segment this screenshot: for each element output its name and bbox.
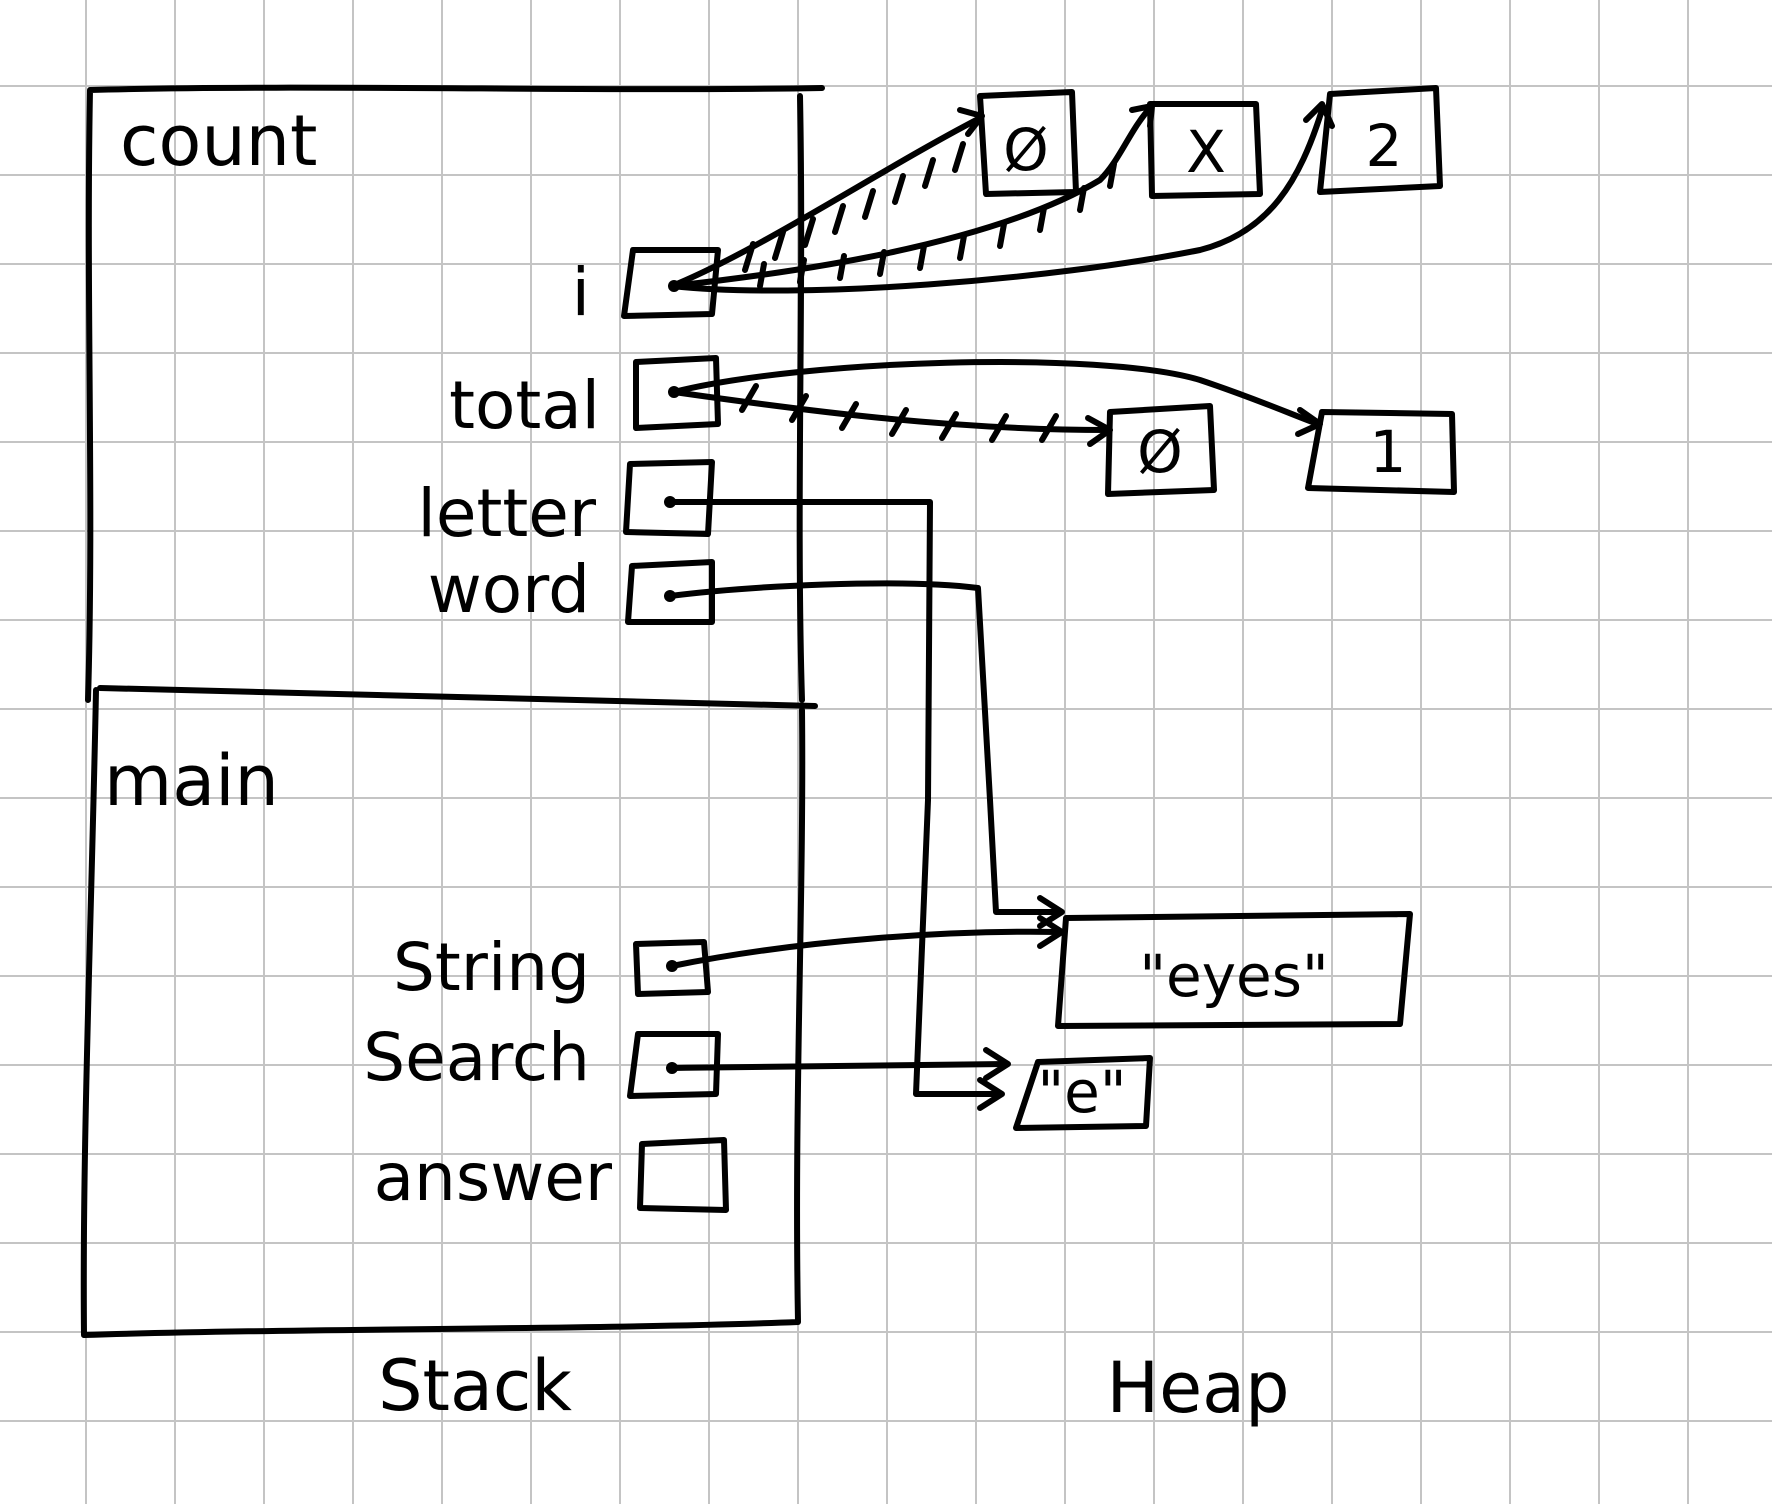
- crossout-ticks-i-first: [742, 141, 966, 273]
- var-box-total: [633, 355, 721, 431]
- arrowhead-total-current: [1295, 407, 1323, 437]
- heap-box-string: [1055, 911, 1413, 1029]
- ref-dot-word: [664, 590, 676, 602]
- reference-arrows: [664, 101, 1335, 1111]
- arrowhead-i-first: [957, 107, 985, 137]
- frame-label-main: main: [104, 740, 279, 822]
- var-label-word: word: [428, 551, 590, 628]
- arrow-i-to-current: [669, 107, 1325, 294]
- arrowhead-string: [1037, 915, 1065, 949]
- var-label-answer: answer: [374, 1139, 613, 1216]
- heap-box-total-0: [1105, 403, 1217, 497]
- stack-column: count main i total letter word String Se…: [80, 84, 825, 1427]
- var-box-i: [621, 247, 721, 319]
- count-frame-box: [85, 84, 825, 703]
- var-label-letter: letter: [418, 475, 597, 552]
- arrow-letter-to-e: [667, 499, 1003, 1097]
- heap-value-i-0: Ø: [1003, 116, 1049, 184]
- arrow-string-to-eyes: [669, 928, 1063, 969]
- frame-label-count: count: [120, 100, 318, 182]
- stack-caption: Stack: [378, 1345, 572, 1427]
- arrowhead-i-second: [1129, 103, 1155, 129]
- ref-dot-i: [668, 280, 680, 292]
- var-box-string: [633, 939, 711, 997]
- arrowhead-total-first: [1085, 415, 1113, 447]
- heap-value-i-1: X: [1186, 118, 1226, 186]
- frame-divider: [97, 685, 818, 709]
- arrow-word-to-eyes: [667, 580, 1063, 915]
- heap-box-i-2: [1317, 85, 1443, 195]
- ref-dot-search: [666, 1062, 678, 1074]
- heap-value-i-2: 2: [1366, 112, 1403, 180]
- arrow-i-to-second: [669, 105, 1153, 289]
- heap-box-i-1: [1147, 101, 1263, 199]
- heap-column: Ø X 2 Ø 1 "eyes" "e" Heap: [977, 85, 1457, 1429]
- heap-value-string: "eyes": [1139, 942, 1328, 1010]
- var-box-letter: [623, 459, 715, 537]
- var-label-search: Search: [363, 1019, 590, 1096]
- arrowhead-letter: [977, 1077, 1005, 1111]
- ref-dot-string: [666, 960, 678, 972]
- var-label-string: String: [393, 929, 590, 1006]
- arrowhead-search: [983, 1047, 1011, 1081]
- heap-value-search: "e": [1037, 1058, 1126, 1126]
- heap-box-total-1: [1305, 409, 1457, 495]
- heap-caption: Heap: [1106, 1347, 1289, 1429]
- crossout-ticks-i-second: [757, 161, 1117, 289]
- arrow-search-to-e: [669, 1061, 1009, 1071]
- var-box-answer: [637, 1137, 729, 1213]
- arrowhead-i-current: [1303, 101, 1335, 129]
- main-frame-box: [80, 687, 806, 1338]
- var-label-i: i: [572, 254, 590, 331]
- ref-dot-letter: [664, 496, 676, 508]
- ref-dot-total: [668, 386, 680, 398]
- arrow-total-to-current: [671, 359, 1321, 427]
- heap-value-total-1: 1: [1370, 418, 1407, 486]
- var-label-total: total: [449, 367, 600, 444]
- var-box-search: [627, 1031, 721, 1099]
- crossout-ticks-total-first: [739, 383, 1059, 443]
- var-box-word: [625, 559, 715, 625]
- heap-value-total-0: Ø: [1137, 418, 1183, 486]
- heap-box-search: [1013, 1055, 1153, 1131]
- arrow-total-to-first: [671, 389, 1111, 433]
- arrow-i-to-first: [669, 115, 983, 289]
